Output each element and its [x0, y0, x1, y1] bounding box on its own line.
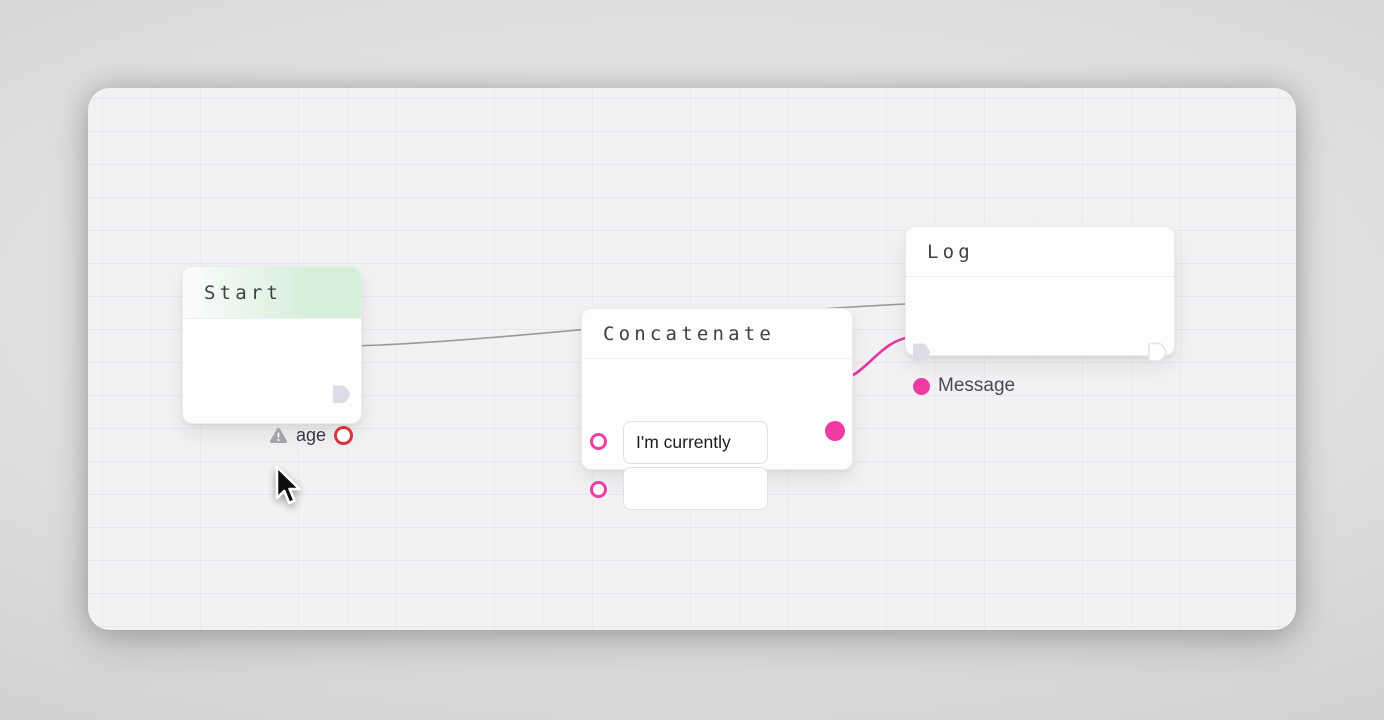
message-input-port-icon[interactable]	[913, 377, 930, 395]
start-output-label: age	[295, 424, 326, 445]
node-log-title: Log	[927, 240, 974, 263]
warning-icon	[269, 427, 287, 443]
node-concatenate[interactable]: Concatenate	[581, 308, 853, 510]
input-port-2-icon[interactable]	[590, 481, 607, 498]
node-concatenate-title: Concatenate	[603, 322, 776, 345]
node-concatenate-header[interactable]: Concatenate	[582, 309, 852, 359]
input-port-1-icon[interactable]	[590, 433, 607, 450]
mouse-cursor-icon	[275, 465, 301, 505]
node-log[interactable]: Log Message	[905, 226, 1175, 396]
start-output-row: age	[269, 422, 353, 448]
error-output-port-icon[interactable]	[334, 425, 353, 445]
node-start-header[interactable]: Start	[183, 267, 361, 319]
concatenate-fields	[623, 421, 768, 510]
node-log-header[interactable]: Log	[906, 227, 1174, 277]
exec-output-port-icon[interactable]	[1148, 342, 1168, 363]
concatenate-input-2[interactable]	[623, 467, 768, 510]
log-message-label: Message	[938, 375, 1016, 396]
output-port-icon[interactable]	[825, 421, 845, 441]
exec-input-port-icon[interactable]	[912, 342, 932, 363]
exec-output-port-icon[interactable]	[332, 384, 352, 405]
node-start-title: Start	[204, 281, 283, 304]
flow-canvas[interactable]: Start age Concatena	[88, 88, 1296, 630]
concatenate-input-1[interactable]	[623, 421, 768, 464]
log-message-row: Message	[913, 373, 1015, 399]
node-start[interactable]: Start age	[182, 266, 362, 445]
